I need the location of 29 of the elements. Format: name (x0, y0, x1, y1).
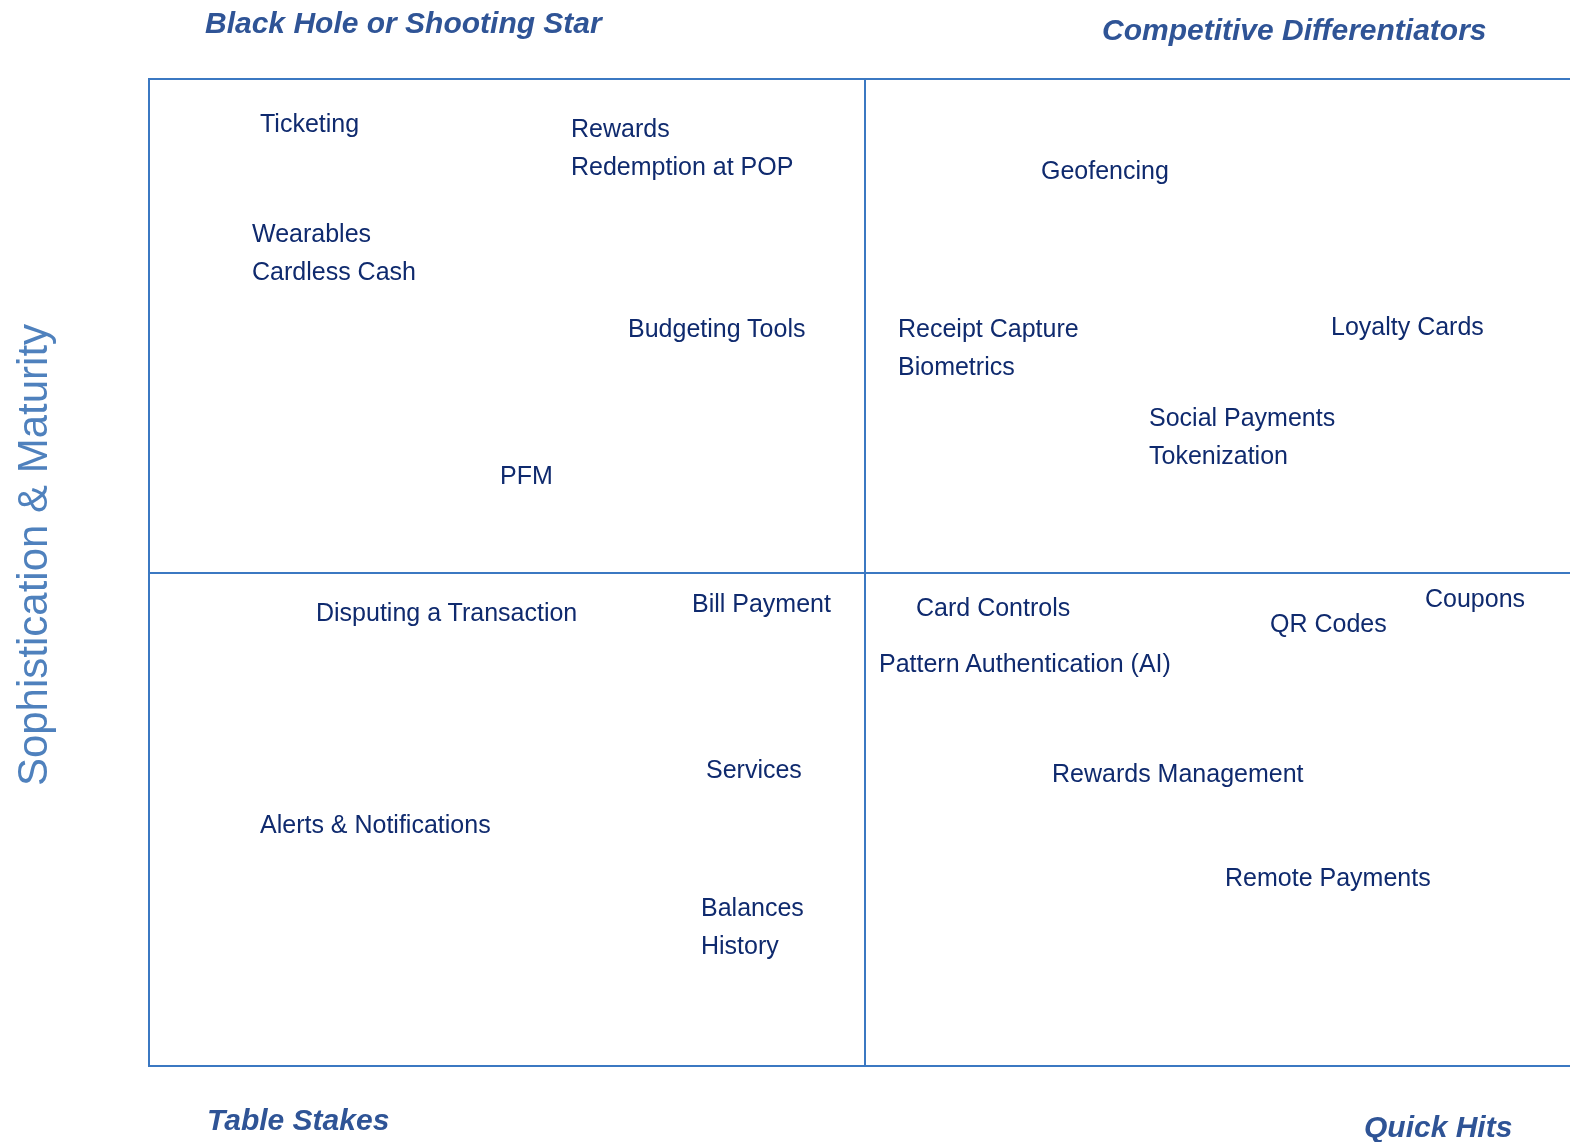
item-label: Loyalty Cards (1331, 311, 1484, 342)
item-label: Receipt Capture (898, 313, 1079, 344)
item-label: PFM (500, 460, 553, 491)
item-label: Ticketing (260, 108, 360, 139)
item-label: Biometrics (898, 351, 1015, 382)
item-label: QR Codes (1270, 608, 1387, 639)
quadrant-heading: Quick Hits (1364, 1109, 1513, 1142)
item-label: Wearables (252, 218, 372, 249)
item-label: Alerts & Notifications (260, 809, 491, 840)
item-label: Services (706, 754, 802, 785)
item-label: Tokenization (1149, 440, 1288, 471)
item-label: Budgeting Tools (628, 313, 806, 344)
item-label: Rewards Management (1052, 758, 1304, 789)
item-label: Coupons (1425, 583, 1526, 614)
item-label: Geofencing (1041, 155, 1169, 186)
item-label: Balances (701, 892, 804, 923)
item-label: Rewards Redemption at POP (571, 113, 795, 182)
item-label: Social Payments (1149, 402, 1336, 433)
item-label: Bill Payment (692, 588, 831, 619)
axis-label: Sophistication & Maturity (9, 323, 57, 787)
item-label: Card Controls (916, 592, 1071, 623)
quadrant-heading: Table Stakes (207, 1102, 390, 1138)
item-label: Pattern Authentication (AI) (879, 648, 1171, 679)
item-label: Remote Payments (1225, 862, 1431, 893)
item-label: Disputing a Transaction (316, 597, 578, 628)
item-label: History (701, 930, 779, 961)
quadrant-heading: Black Hole or Shooting Star (205, 5, 602, 41)
quadrant-heading: Competitive Differentiators (1102, 12, 1487, 48)
item-label: Cardless Cash (252, 256, 416, 287)
